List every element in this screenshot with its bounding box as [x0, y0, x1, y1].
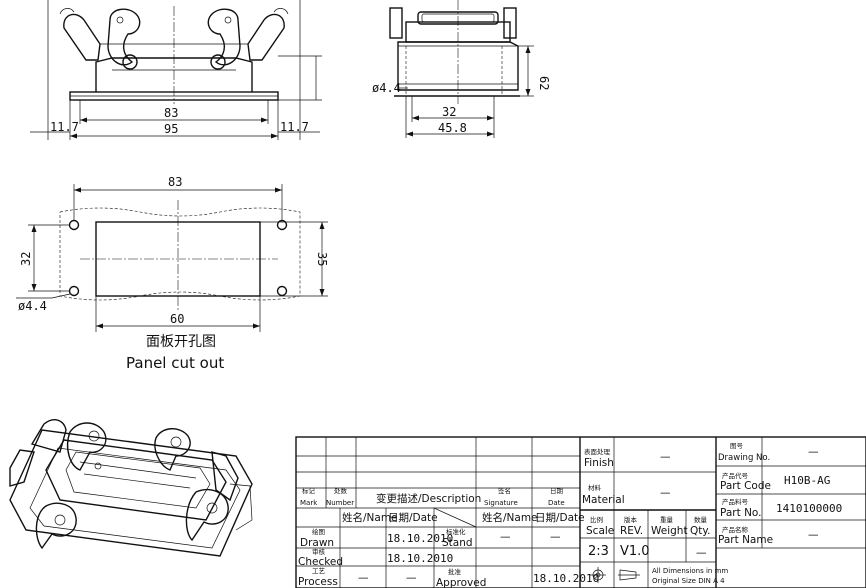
tb-signature-en: Signature — [484, 499, 518, 507]
side-view: 32 45.8 ø4.4 62 — [372, 0, 551, 138]
panel-cutout-view: 83 32 35 60 ø4.4 面板开孔图 Panel cut out — [16, 175, 329, 372]
side-dim-45-8: 45.8 — [438, 121, 467, 135]
tb-dims-note-1: All Dimensions in mm — [652, 567, 728, 575]
projection-symbol-icon — [590, 567, 640, 583]
tb-stand-name: — — [500, 531, 511, 543]
tb-drawn-cn: 绘图 — [312, 527, 325, 536]
tb-qty-value: — — [696, 547, 707, 559]
tb-finish-value: — — [660, 451, 671, 463]
tb-process-date: — — [406, 572, 417, 584]
tb-checked-date: 18.10.2010 — [387, 552, 453, 565]
tb-part-name-cn: 产品名称 — [722, 525, 749, 534]
tb-drawn-date: 18.10.2010 — [387, 532, 453, 545]
tb-weight-cn: 重量 — [660, 516, 674, 524]
tb-approved-en: Approved — [436, 577, 486, 588]
isometric-view — [9, 419, 253, 557]
tb-drawn-en: Drawn — [300, 537, 334, 549]
tb-finish-en: Finish — [584, 457, 614, 469]
tb-rev-cn: 版本 — [624, 515, 638, 524]
tb-date-cn: 日期 — [550, 487, 564, 495]
side-dim-32: 32 — [442, 105, 456, 119]
tb-finish-cn: 表面处理 — [584, 447, 611, 456]
tb-drawing-no-cn: 图号 — [730, 442, 744, 450]
tb-process-en: Process — [298, 576, 338, 588]
tb-weight-en: Weight — [651, 525, 688, 537]
tb-part-code-cn: 产品代号 — [722, 471, 749, 480]
cutout-dim-32: 32 — [19, 252, 33, 266]
tb-material-value: — — [660, 487, 671, 499]
tb-signature-cn: 签名 — [498, 486, 511, 495]
side-dim-62: 62 — [537, 76, 551, 90]
tb-mark-en: Mark — [300, 499, 318, 507]
tb-name-header-1: 姓名/Name — [342, 511, 398, 524]
tb-part-no-cn: 产品料号 — [722, 497, 749, 506]
tb-description: 变更描述/Description — [376, 492, 481, 505]
tb-checked-en: Checked — [298, 556, 343, 568]
tb-material-cn: 材料 — [588, 483, 602, 492]
cutout-title-cn: 面板开孔图 — [146, 334, 216, 350]
tb-qty-cn: 数量 — [694, 515, 708, 524]
tb-approved-date: 18.10.2010 — [533, 572, 599, 585]
tb-scale-cn: 比例 — [590, 515, 603, 524]
tb-number-en: Number — [326, 499, 354, 507]
tb-drawing-no-value: — — [808, 446, 819, 458]
tb-date-en: Date — [548, 499, 565, 507]
tb-material-en: Material — [582, 494, 625, 506]
tb-part-no-value: 1410100000 — [776, 502, 842, 515]
front-dim-right: 11.7 — [280, 120, 309, 134]
tb-part-code-value: H10B-AG — [784, 474, 830, 487]
cutout-dim-83: 83 — [168, 175, 182, 189]
tb-part-no-en: Part No. — [720, 507, 762, 519]
cutout-dim-60: 60 — [170, 312, 184, 326]
tb-process-cn: 工艺 — [312, 567, 326, 575]
tb-rev-en: REV. — [620, 525, 643, 537]
tb-stand-cn: 标准化 — [446, 527, 466, 536]
cutout-title-en: Panel cut out — [126, 354, 224, 372]
title-block: 标记 Mark 处数 Number 变更描述/Description 签名 Si… — [295, 436, 866, 588]
cutout-dim-35: 35 — [315, 252, 329, 266]
tb-number-cn: 处数 — [334, 486, 348, 495]
side-dim-hole: ø4.4 — [372, 81, 401, 95]
tb-dims-note-2: Original Size DIN A 4 — [652, 577, 725, 585]
tb-scale-value: 2:3 — [588, 544, 609, 559]
tb-rev-value: V1.0 — [620, 544, 650, 559]
tb-checked-cn: 审核 — [312, 547, 326, 556]
tb-mark-cn: 标记 — [302, 486, 316, 495]
tb-date-header-2: 日期/Date — [535, 512, 585, 524]
tb-scale-en: Scale — [586, 525, 614, 537]
tb-part-name-value: — — [808, 529, 819, 541]
tb-part-name-en: Part Name — [718, 534, 773, 546]
tb-qty-en: Qty. — [690, 525, 710, 537]
front-view: 83 95 11.7 11.7 — [30, 0, 322, 140]
tb-stand-en: Stand — [442, 537, 473, 549]
tb-drawing-no-en: Drawing No. — [718, 453, 770, 463]
front-dim-83: 83 — [164, 106, 178, 120]
tb-part-code-en: Part Code — [720, 480, 771, 492]
front-dim-95: 95 — [164, 122, 178, 136]
tb-approved-cn: 批准 — [448, 567, 462, 576]
tb-process-name: — — [358, 572, 369, 584]
cutout-dim-hole: ø4.4 — [18, 299, 47, 313]
front-dim-left: 11.7 — [50, 120, 79, 134]
tb-stand-date: — — [550, 531, 561, 543]
tb-date-header-1: 日期/Date — [388, 512, 438, 524]
tb-name-header-2: 姓名/Name — [482, 511, 538, 524]
